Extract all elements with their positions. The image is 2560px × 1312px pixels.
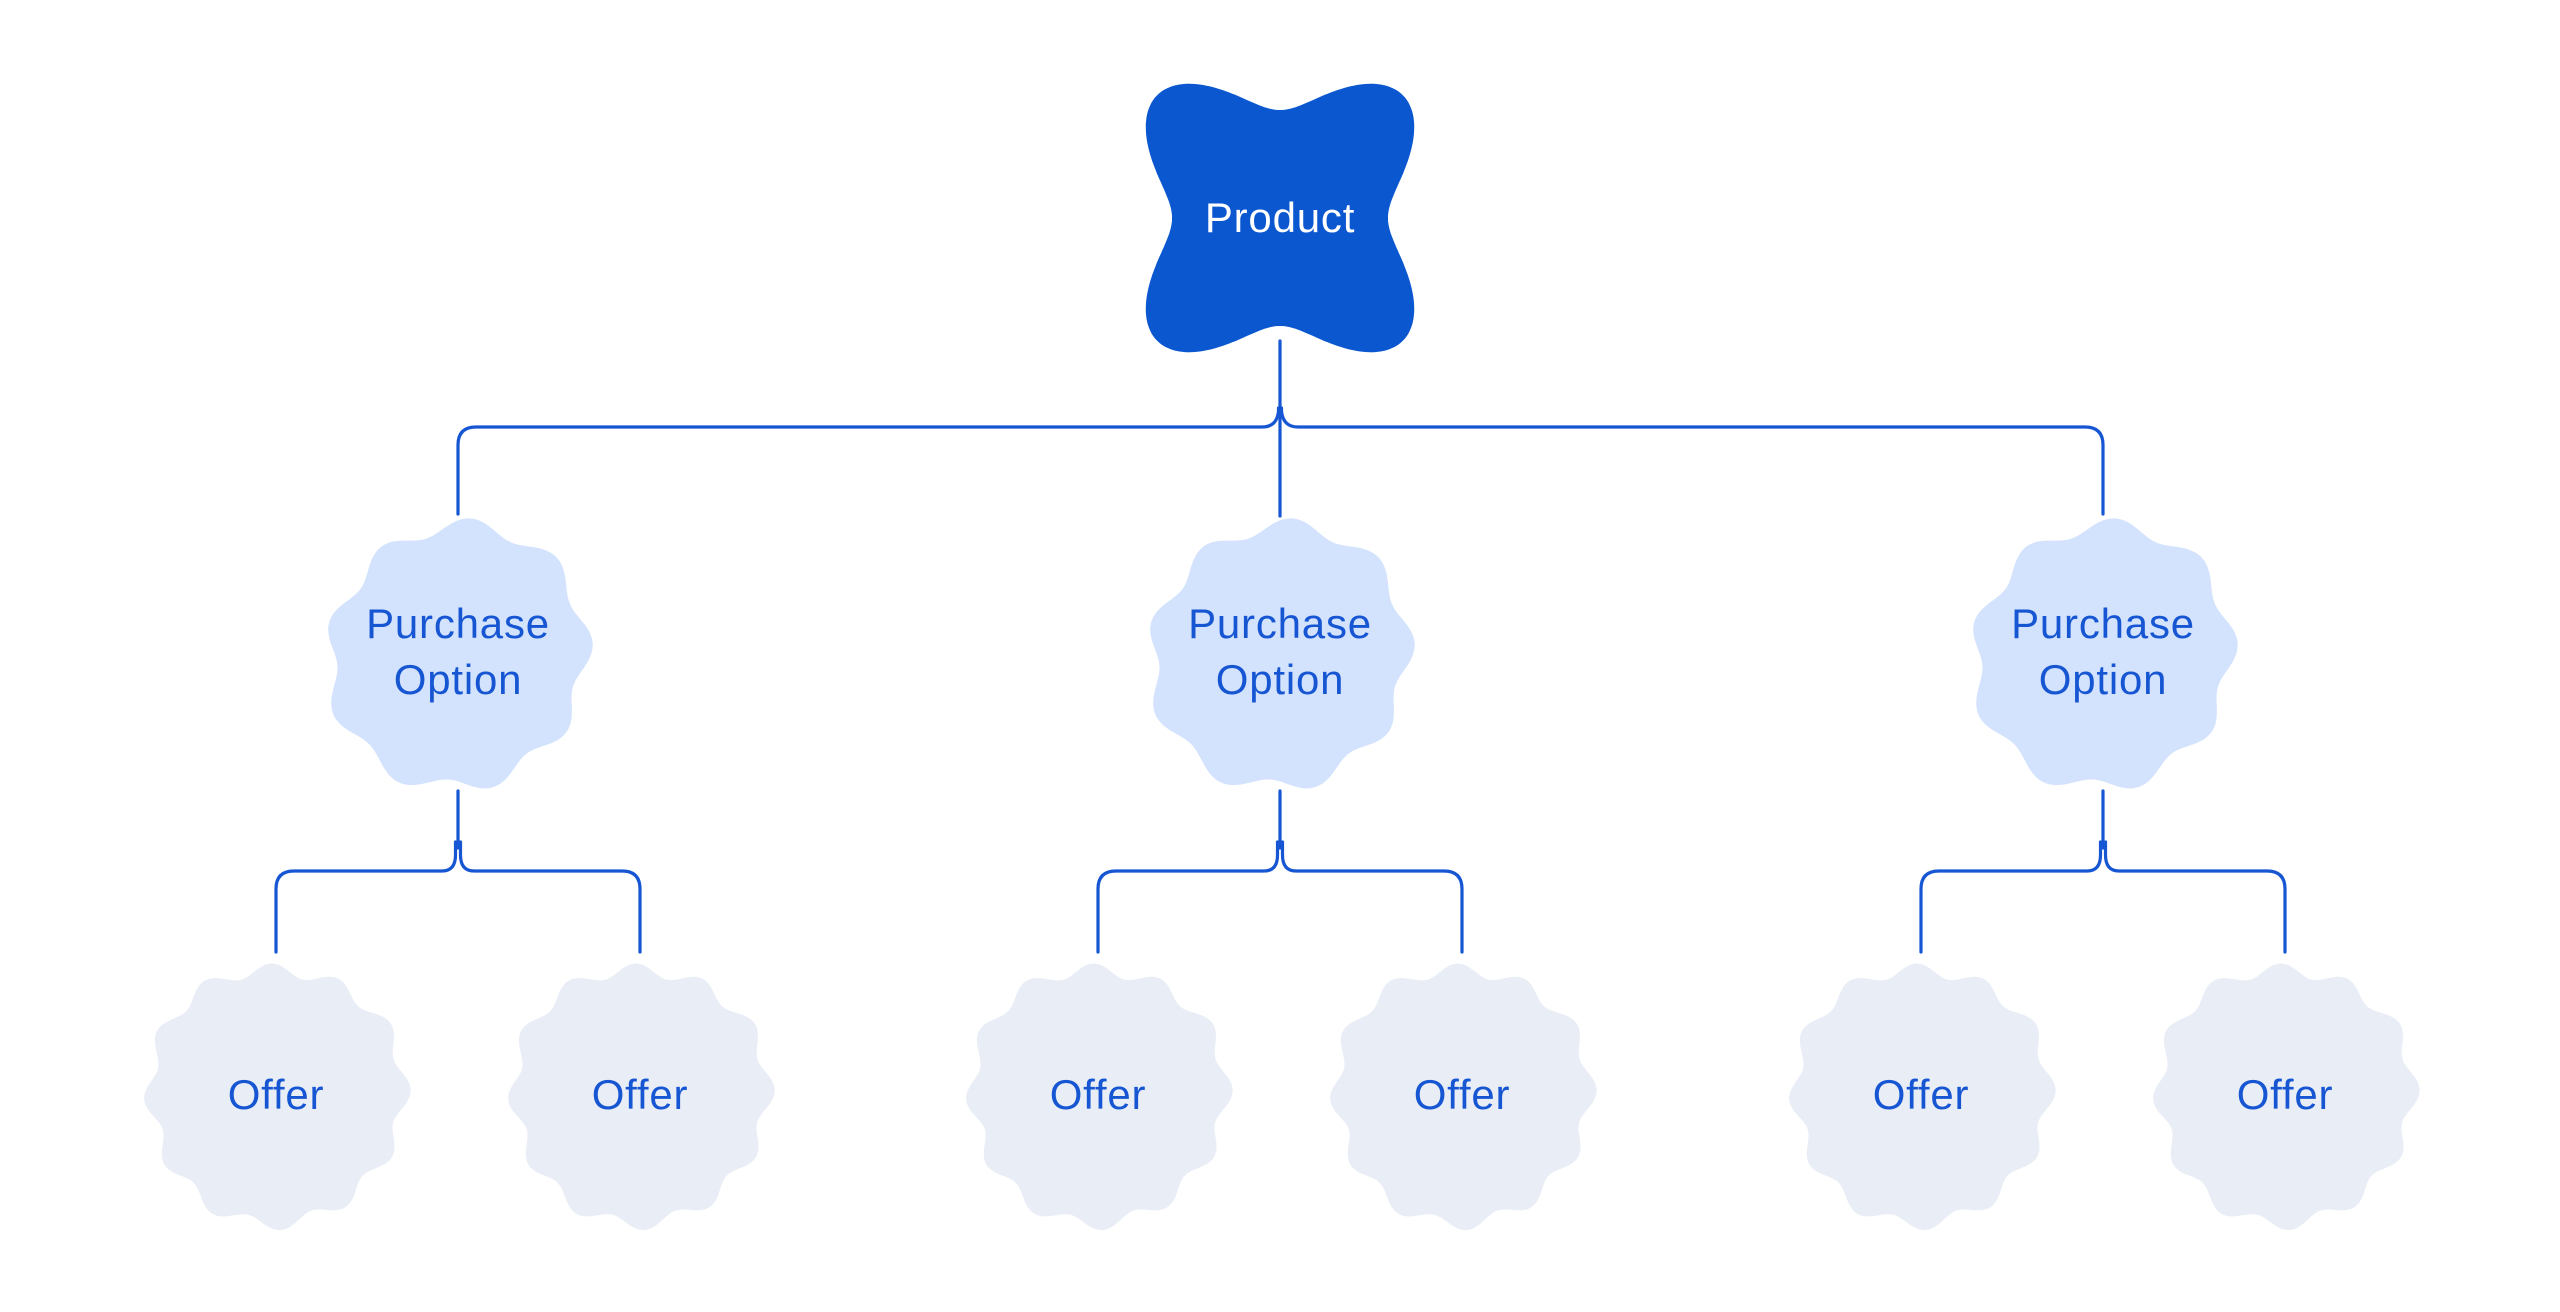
purchase-option-node: Purchase Option (1953, 506, 2253, 806)
offer-node: Offer (1312, 945, 1612, 1245)
offer-node: Offer (126, 945, 426, 1245)
node-label: Offer (227, 1071, 325, 1118)
connector-option2-right (1280, 840, 1464, 954)
node-label: Offer (591, 1071, 689, 1118)
offer-node: Offer (948, 945, 1248, 1245)
offer-blob-shape (144, 963, 411, 1231)
offer-blob-shape (508, 963, 775, 1231)
node-label: Offer (1872, 1071, 1970, 1118)
offer-blob-shape (966, 963, 1233, 1231)
option-blob-shape (1973, 518, 2238, 789)
option-blob-shape (328, 518, 593, 789)
connector-level1-right (1279, 406, 2105, 516)
node-label: Offer (2236, 1071, 2334, 1118)
purchase-option-node: Purchase Option (308, 506, 608, 806)
node-label: Offer (1049, 1071, 1147, 1118)
connector-option3-right (2103, 840, 2287, 954)
node-label: Product (1204, 194, 1356, 241)
offer-blob-shape (1789, 963, 2056, 1231)
purchase-option-node: Purchase Option (1130, 506, 1430, 806)
node-label: Purchase Option (1188, 600, 1372, 703)
node-label: Purchase Option (366, 600, 550, 703)
connector-level1-left (456, 406, 1281, 516)
product-blob-shape (1145, 83, 1415, 353)
offer-node: Offer (490, 945, 790, 1245)
node-label: Purchase Option (2011, 600, 2195, 703)
offer-blob-shape (2153, 963, 2420, 1231)
connector-option1-left (274, 840, 458, 954)
connector-option2-left (1096, 840, 1280, 954)
connector-option1-right (458, 840, 642, 954)
connector-option3-left (1919, 840, 2103, 954)
product-node: Product (1130, 68, 1430, 368)
node-label: Offer (1413, 1071, 1511, 1118)
offer-blob-shape (1330, 963, 1597, 1231)
offer-node: Offer (2135, 945, 2435, 1245)
option-blob-shape (1150, 518, 1415, 789)
offer-node: Offer (1771, 945, 2071, 1245)
